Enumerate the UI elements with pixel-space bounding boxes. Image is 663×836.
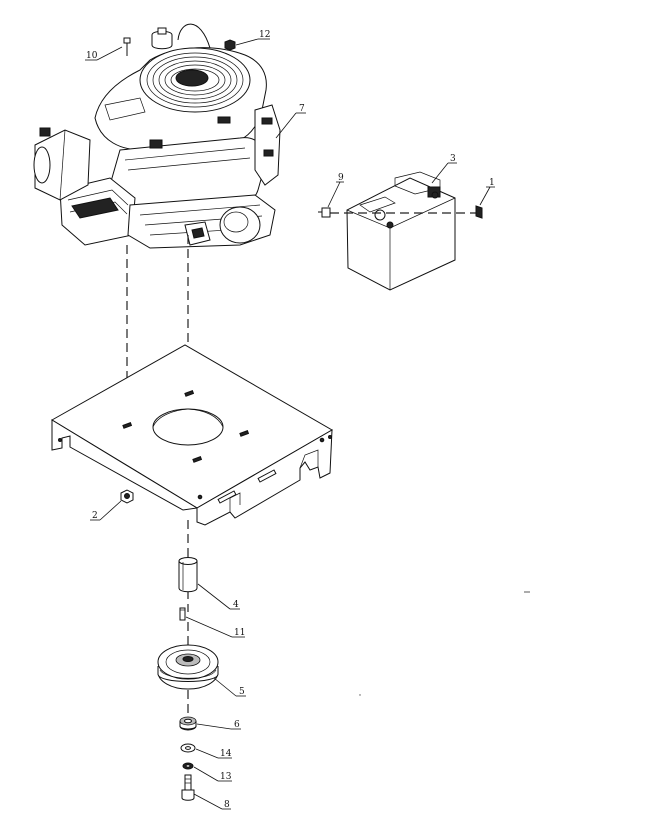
battery-bolt (318, 207, 331, 218)
svg-text:8: 8 (224, 800, 230, 810)
engine-mount-plate (51, 344, 333, 526)
callout-3: 3 (431, 154, 457, 184)
svg-text:5: 5 (239, 687, 245, 697)
engine-assembly (33, 23, 281, 249)
battery (346, 171, 456, 291)
svg-text:1: 1 (489, 178, 495, 188)
mount-nut (120, 489, 134, 504)
battery-nut (475, 205, 483, 219)
callout-5: 5 (213, 677, 246, 697)
callout-9: 9 (327, 173, 344, 208)
washer (180, 743, 196, 753)
engine-bolt (123, 37, 131, 56)
drive-pulley (157, 644, 219, 690)
lock-washer (182, 762, 194, 770)
svg-text:7: 7 (299, 104, 305, 114)
svg-text:3: 3 (450, 154, 456, 164)
svg-text:2: 2 (92, 511, 98, 521)
svg-text:6: 6 (234, 720, 240, 730)
spacer-tube (178, 557, 198, 593)
svg-text:9: 9 (338, 173, 344, 183)
stray-dot (359, 694, 361, 696)
callout-11: 11 (185, 616, 245, 638)
callout-10: 10 (85, 46, 123, 61)
engine-nut (224, 39, 236, 51)
callout-7: 7 (275, 104, 306, 139)
svg-text:4: 4 (233, 600, 239, 610)
svg-text:11: 11 (234, 628, 245, 638)
callout-12: 12 (235, 30, 270, 46)
bearing (179, 716, 197, 731)
svg-text:13: 13 (220, 772, 232, 782)
svg-text:14: 14 (220, 749, 232, 759)
callout-13: 13 (193, 766, 232, 782)
callout-4: 4 (197, 583, 240, 610)
callout-14: 14 (195, 748, 232, 759)
callout-6: 6 (196, 720, 241, 730)
svg-text:12: 12 (259, 30, 270, 40)
callout-2: 2 (90, 500, 122, 521)
pulley-bolt (181, 774, 195, 801)
callout-1: 1 (479, 178, 495, 206)
svg-text:10: 10 (86, 51, 98, 61)
shaft-key (179, 607, 186, 621)
callout-8: 8 (193, 793, 231, 810)
